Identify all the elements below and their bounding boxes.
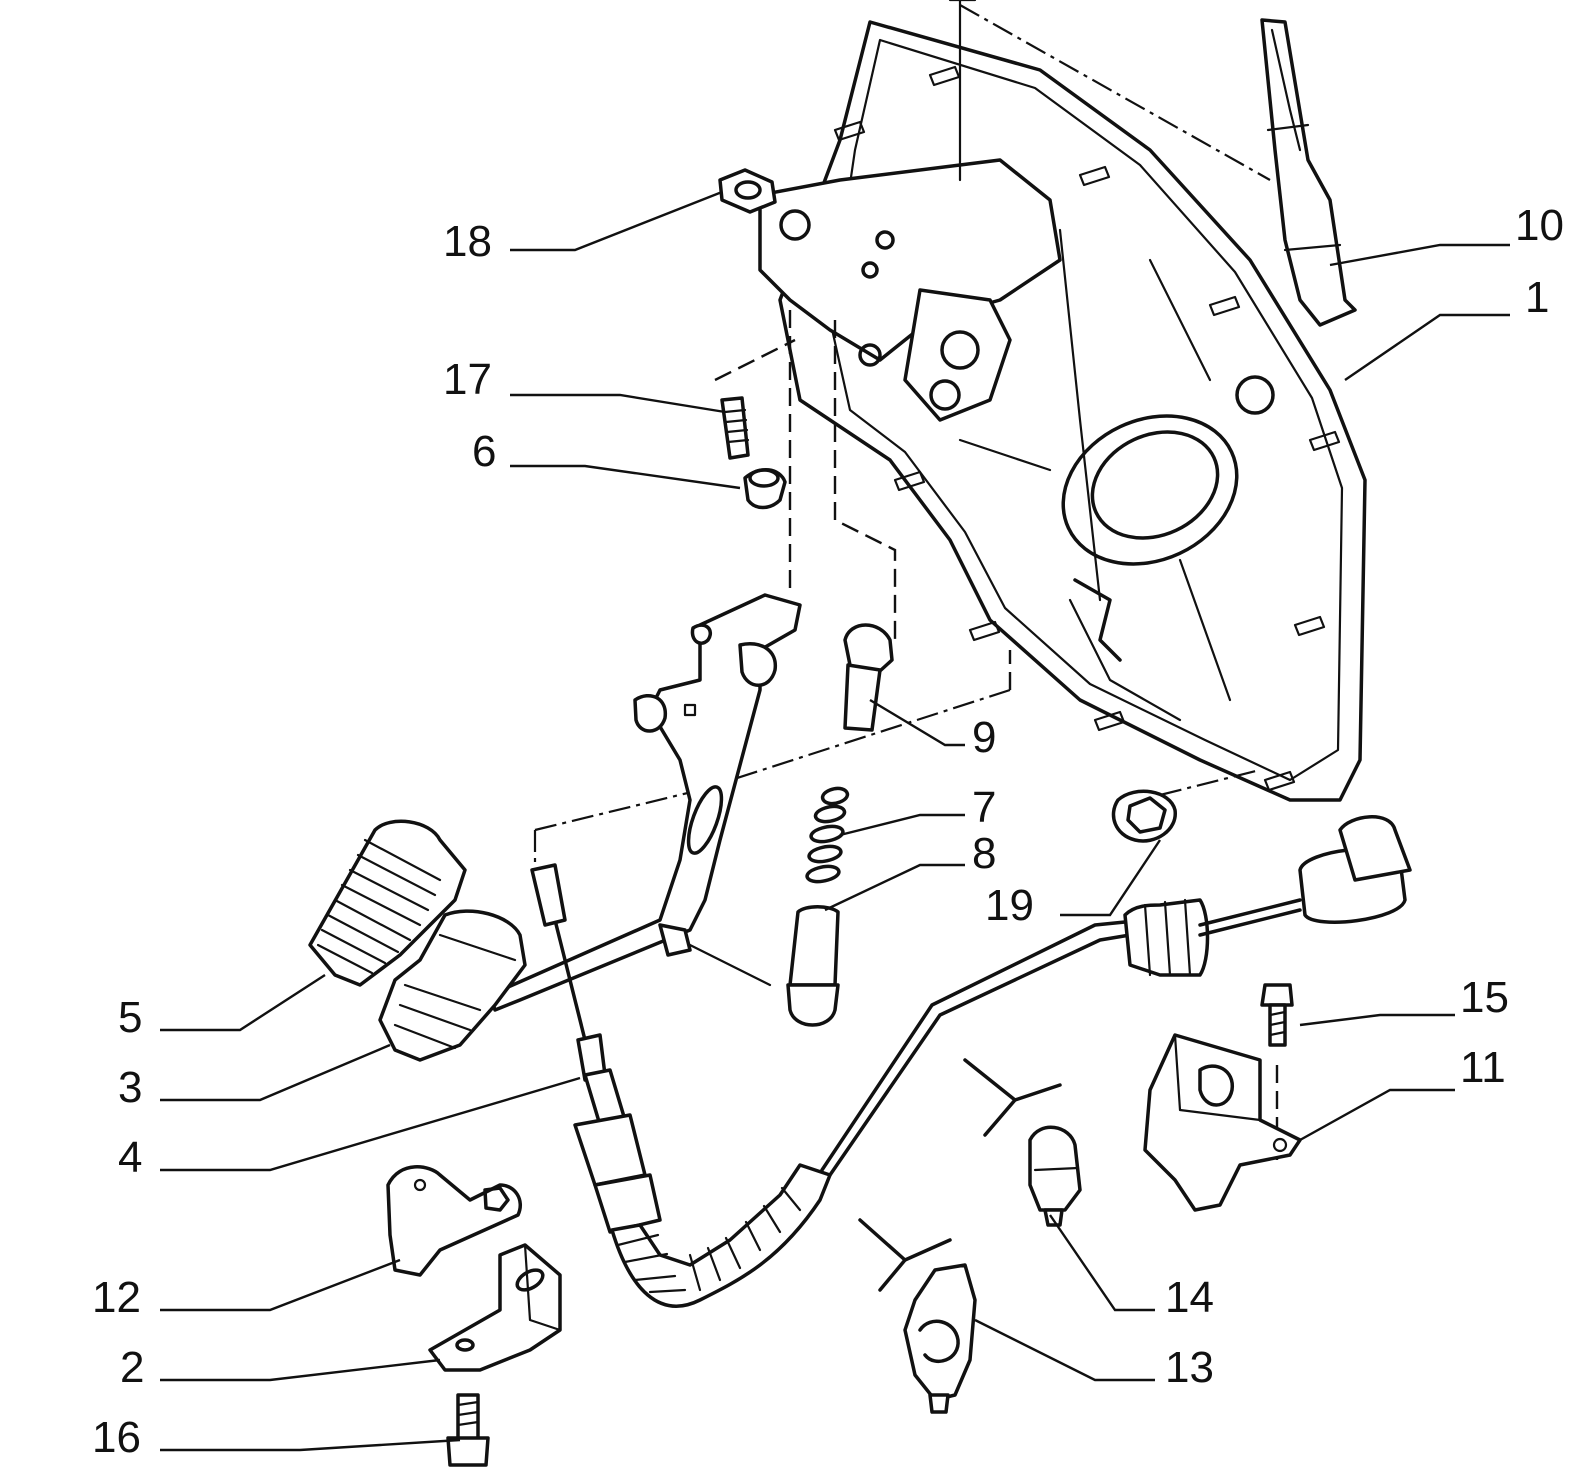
part-8-plunger	[786, 905, 840, 1027]
callout-18: 18	[443, 217, 492, 266]
callout-15: 15	[1460, 973, 1509, 1022]
part-2-angle-bracket	[428, 1243, 562, 1372]
pedal-arm	[488, 593, 802, 1012]
part-19-flange-nut	[1111, 789, 1177, 843]
part-18-nut	[718, 168, 777, 214]
part-1-pedal-bracket-plate	[758, 0, 1367, 802]
part-9-switch	[843, 623, 894, 732]
callout-14: 14	[1165, 1273, 1214, 1322]
callout-10: 10	[1515, 201, 1564, 250]
part-16-bolt	[446, 1393, 490, 1467]
callout-8: 8	[972, 829, 996, 878]
section-marks	[858, 1058, 1062, 1292]
callout-6: 6	[472, 427, 496, 476]
part-14-clip	[1028, 1125, 1082, 1227]
part-6-bushing	[743, 468, 787, 510]
callout-7: 7	[972, 783, 996, 832]
part-11-bracket	[1143, 1033, 1302, 1212]
callout-9: 9	[972, 713, 996, 762]
callout-12: 12	[92, 1273, 141, 1322]
callout-17: 17	[443, 355, 492, 404]
part-3-pedal	[378, 909, 527, 1062]
part-13-clip	[903, 1263, 977, 1414]
callout-16: 16	[92, 1413, 141, 1462]
part-4-cable	[530, 815, 1412, 1308]
leader-lines	[160, 190, 1510, 1452]
part-12-bracket	[386, 1165, 522, 1277]
callout-13: 13	[1165, 1343, 1214, 1392]
callout-3: 3	[118, 1063, 142, 1112]
part-10-clip	[1260, 18, 1357, 327]
part-17-pin	[720, 396, 750, 460]
callout-4: 4	[118, 1133, 142, 1182]
callout-1: 1	[1525, 273, 1549, 322]
callout-5: 5	[118, 993, 142, 1042]
callout-labels: 18 17 6 10 1 9 7 8 19 5 3 4 15 11 14 13 …	[92, 201, 1564, 1462]
part-15-bolt	[1260, 983, 1294, 1047]
callout-11: 11	[1460, 1043, 1506, 1092]
callout-19: 19	[985, 881, 1034, 930]
part-5-pedal-pad	[308, 819, 467, 987]
part-7-spring	[805, 786, 850, 884]
callout-2: 2	[120, 1343, 144, 1392]
